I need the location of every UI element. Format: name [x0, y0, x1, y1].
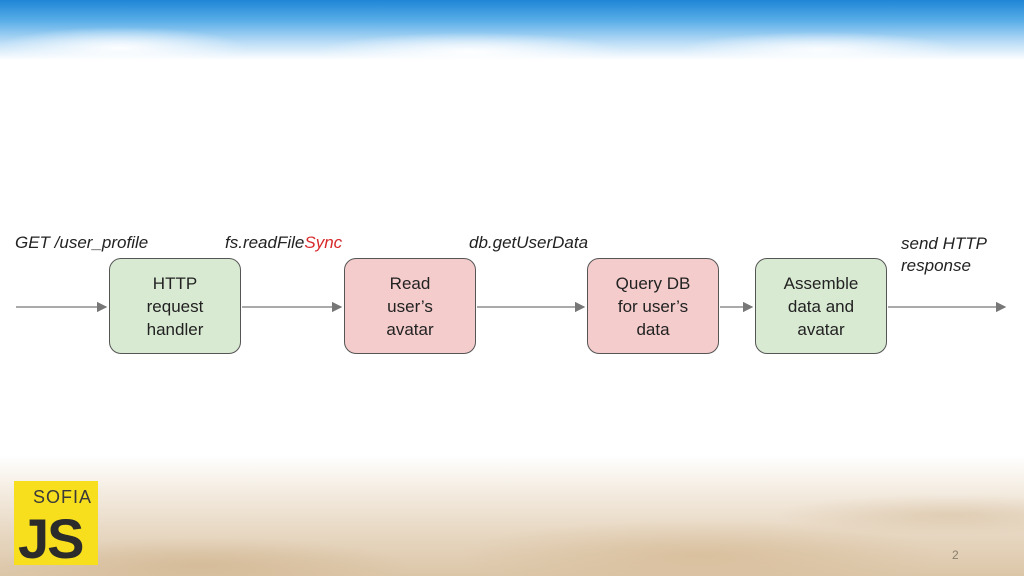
logo-js-text: JS: [18, 507, 84, 570]
read-file-prefix: fs.readFile: [225, 233, 305, 252]
box-line: data and: [787, 296, 855, 316]
read-file-sync-suffix: Sync: [304, 233, 343, 252]
response-label: send HTTP response: [901, 234, 987, 275]
request-label: GET /user_profile: [15, 233, 149, 252]
read-avatar-box: Read user’s avatar: [344, 258, 476, 354]
sofia-js-logo: SOFIA JS: [14, 481, 98, 570]
box-line: Query DB: [615, 273, 691, 293]
db-call-label: db.getUserData: [469, 233, 589, 252]
box-line: request: [146, 296, 204, 316]
http-handler-box: HTTP request handler: [109, 258, 241, 354]
read-file-label: fs.readFileSync: [225, 233, 342, 253]
box-line: Assemble: [783, 273, 859, 293]
assemble-box: Assemble data and avatar: [755, 258, 887, 354]
box-line: user’s: [387, 296, 433, 316]
box-line: avatar: [797, 319, 845, 339]
box-line: Read: [389, 273, 431, 293]
box-line: data: [636, 319, 670, 339]
query-db-box: Query DB for user’s data: [587, 258, 719, 354]
sand-background: [0, 455, 1024, 576]
sky-background: [0, 0, 1024, 60]
box-line: handler: [146, 319, 204, 339]
box-line: for user’s: [617, 296, 689, 316]
page-number: 2: [952, 548, 959, 562]
box-line: HTTP: [152, 273, 198, 293]
box-line: avatar: [386, 319, 434, 339]
logo-top-text: SOFIA: [32, 487, 92, 507]
